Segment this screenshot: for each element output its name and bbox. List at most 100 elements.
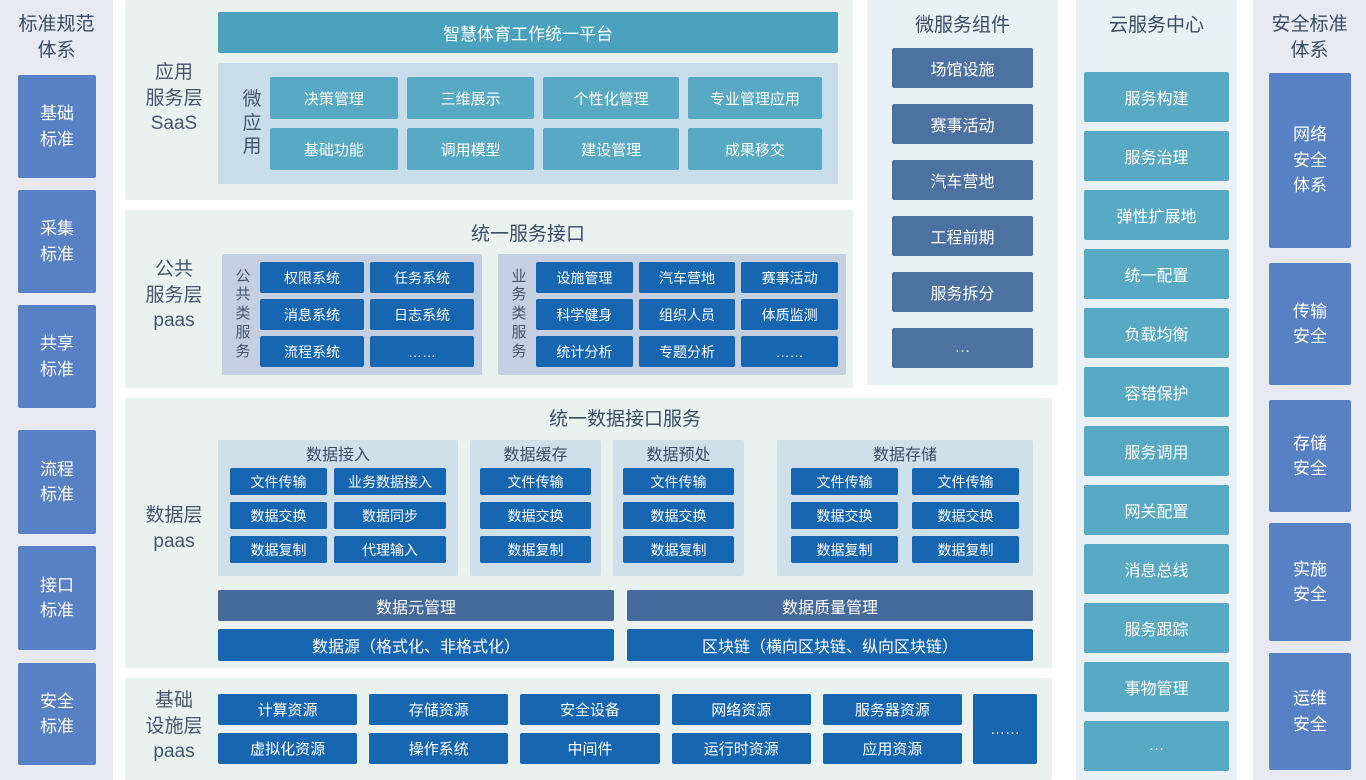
service-box: 统计分析 — [536, 336, 633, 367]
data-box: 数据复制 — [623, 536, 734, 563]
microservices-title: 微服务组件 — [914, 15, 1010, 36]
micro-apps-label: 微 应 用 — [242, 88, 262, 158]
business-services-label: 业 务 类 服 务 — [511, 267, 527, 360]
infra-box: 网络资源 — [671, 694, 811, 725]
standards-sidebar: 标准规范 体系 基础 标准 采集 标准 共享 标准 流程 标准 接口 标准 安全… — [0, 0, 113, 780]
data-cache-grid: 文件传输 数据交换 数据复制 — [470, 466, 601, 573]
service-box-more: …… — [370, 336, 474, 367]
standards-item-basic: 基础 标准 — [18, 75, 96, 178]
security-standards-sidebar: 安全标准 体系 网络 安全 体系 传输 安全 存储 安全 实施 安全 运维 安全 — [1253, 0, 1366, 780]
common-services-grid: 权限系统 任务系统 消息系统 日志系统 流程系统 …… — [260, 262, 474, 367]
service-box: 汽车营地 — [638, 262, 736, 293]
microservice-box: 场馆设施 — [892, 48, 1033, 88]
infra-layer-label: 基础 设施层 paas — [145, 690, 203, 763]
infra-box-more: …… — [973, 694, 1037, 764]
service-box: 流程系统 — [260, 336, 364, 367]
standards-item-interface: 接口 标准 — [18, 546, 96, 650]
cloud-service-box: 事物管理 — [1084, 662, 1229, 712]
infra-box: 虚拟化资源 — [218, 733, 358, 764]
data-box: 数据交换 — [480, 502, 591, 529]
common-services-group: 公 共 类 服 务 权限系统 任务系统 消息系统 日志系统 流程系统 …… — [222, 254, 482, 375]
data-cache-group: 数据缓存 文件传输 数据交换 数据复制 — [470, 440, 601, 576]
micro-app-button: 三维展示 — [406, 77, 535, 119]
data-cache-title: 数据缓存 — [503, 447, 568, 464]
data-box: 文件传输 — [912, 468, 1019, 495]
microservice-box: 服务拆分 — [892, 272, 1033, 312]
cloud-services-title: 云服务中心 — [1108, 15, 1204, 36]
data-box: 数据交换 — [791, 502, 898, 529]
data-preprocess-title: 数据预处 — [646, 447, 711, 464]
microservices-column: 微服务组件 场馆设施 赛事活动 汽车营地 工程前期 服务拆分 … — [867, 0, 1058, 385]
data-box: 数据复制 — [912, 536, 1019, 563]
data-preprocess-grid: 文件传输 数据交换 数据复制 — [613, 466, 744, 573]
common-services-label: 公 共 类 服 务 — [235, 267, 251, 360]
service-box: 科学健身 — [536, 299, 633, 330]
data-box: 数据复制 — [480, 536, 591, 563]
platform-header: 智慧体育工作统一平台 — [218, 12, 838, 53]
data-box: 文件传输 — [230, 468, 327, 495]
data-layer-label: 数据层 paas — [145, 505, 203, 552]
data-meta-bar: 数据元管理 — [218, 590, 614, 621]
data-box: 业务数据接入 — [334, 468, 446, 495]
infra-box: 服务器资源 — [822, 694, 962, 725]
public-service-layer-section: 公共 服务层 paas 统一服务接口 公 共 类 服 务 权限系统 任务系统 消… — [125, 210, 853, 388]
data-source-bar: 数据源（格式化、非格式化） — [218, 629, 614, 661]
cloud-service-box: 服务调用 — [1084, 426, 1229, 476]
data-layer-section: 数据层 paas 统一数据接口服务 数据接入 文件传输 业务数据接入 数据交换 … — [125, 398, 1052, 668]
standards-sidebar-title: 标准规范 体系 — [18, 14, 95, 61]
infrastructure-layer-section: 基础 设施层 paas 计算资源 存储资源 安全设备 网络资源 服务器资源 虚拟… — [125, 678, 1052, 780]
cloud-service-box-more: … — [1084, 721, 1229, 771]
micro-app-button: 建设管理 — [543, 128, 679, 170]
public-layer-label: 公共 服务层 paas — [145, 259, 203, 332]
service-box: 体质监测 — [741, 299, 838, 330]
business-services-group: 业 务 类 服 务 设施管理 汽车营地 赛事活动 科学健身 组织人员 体质监测 … — [498, 254, 846, 375]
data-preprocess-group: 数据预处 文件传输 数据交换 数据复制 — [613, 440, 744, 576]
microservice-box-more: … — [892, 328, 1033, 368]
unified-service-interface-header: 统一服务接口 — [470, 224, 585, 246]
security-item-transfer: 传输 安全 — [1269, 263, 1351, 385]
infra-box: 操作系统 — [369, 733, 509, 764]
service-box: 权限系统 — [260, 262, 364, 293]
infra-box: 应用资源 — [822, 733, 962, 764]
infra-box: 中间件 — [520, 733, 660, 764]
security-item-implement: 实施 安全 — [1269, 523, 1351, 641]
cloud-service-box: 弹性扩展地 — [1084, 190, 1229, 240]
infra-box: 运行时资源 — [671, 733, 811, 764]
service-box: 赛事活动 — [741, 262, 838, 293]
service-box: 任务系统 — [370, 262, 474, 293]
app-layer-label: 应用 服务层 SaaS — [145, 62, 203, 135]
micro-app-button: 专业管理应用 — [687, 77, 822, 119]
infra-grid: 计算资源 存储资源 安全设备 网络资源 服务器资源 虚拟化资源 操作系统 中间件… — [218, 694, 962, 764]
standards-item-process: 流程 标准 — [18, 430, 96, 534]
cloud-service-box: 容错保护 — [1084, 367, 1229, 417]
data-box: 数据交换 — [230, 502, 327, 529]
security-item-ops: 运维 安全 — [1269, 653, 1351, 770]
cloud-service-box: 服务治理 — [1084, 131, 1229, 181]
data-access-group: 数据接入 文件传输 业务数据接入 数据交换 数据同步 数据复制 代理输入 — [218, 440, 458, 576]
micro-app-button: 个性化管理 — [543, 77, 679, 119]
data-storage-grid: 文件传输 文件传输 数据交换 数据交换 数据复制 数据复制 — [777, 466, 1033, 573]
micro-app-button: 成果移交 — [687, 128, 822, 170]
micro-app-button: 决策管理 — [270, 77, 398, 119]
blockchain-bar: 区块链（横向区块链、纵向区块链） — [627, 629, 1033, 661]
service-box: 日志系统 — [370, 299, 474, 330]
data-box: 数据复制 — [230, 536, 327, 563]
data-box: 文件传输 — [623, 468, 734, 495]
cloud-service-box: 消息总线 — [1084, 544, 1229, 594]
service-box: 消息系统 — [260, 299, 364, 330]
standards-item-security: 安全 标准 — [18, 663, 96, 765]
data-access-title: 数据接入 — [305, 447, 370, 464]
standards-item-share: 共享 标准 — [18, 305, 96, 408]
service-box-more: …… — [741, 336, 838, 367]
infra-box: 计算资源 — [218, 694, 358, 725]
service-box: 组织人员 — [638, 299, 736, 330]
infra-box: 存储资源 — [369, 694, 509, 725]
security-item-network: 网络 安全 体系 — [1269, 73, 1351, 248]
data-box: 代理输入 — [334, 536, 446, 563]
standards-item-collect: 采集 标准 — [18, 190, 96, 293]
microservice-box: 汽车营地 — [892, 160, 1033, 200]
data-box: 文件传输 — [480, 468, 591, 495]
cloud-service-box: 统一配置 — [1084, 249, 1229, 299]
microservice-box: 工程前期 — [892, 216, 1033, 256]
